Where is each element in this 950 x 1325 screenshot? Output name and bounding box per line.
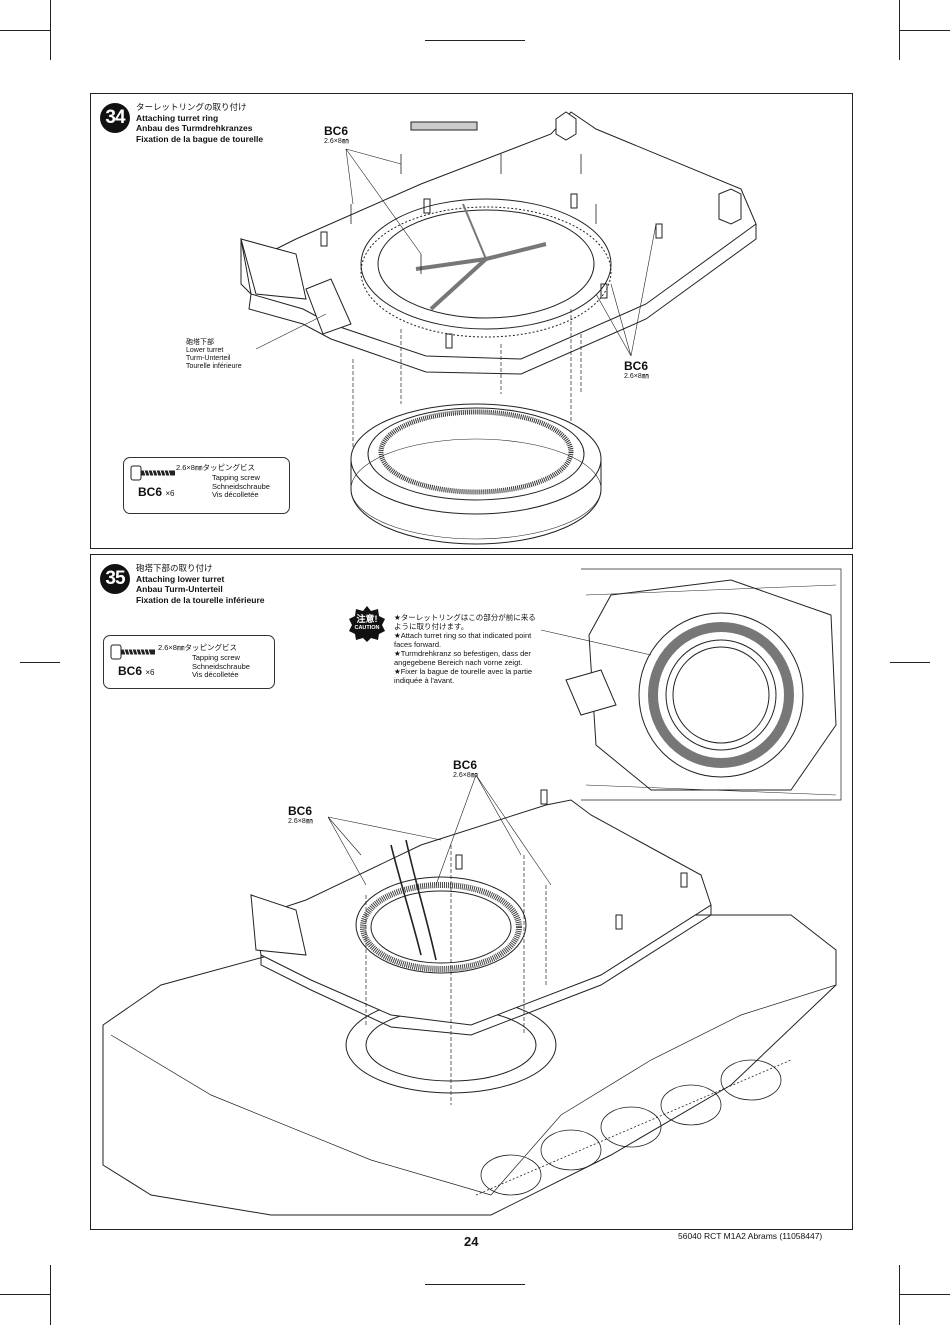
screw-fr: Vis décolletée — [212, 490, 259, 499]
tapping-screw-icon — [130, 465, 175, 481]
callout-size: 2.6×8㎜ — [288, 818, 313, 825]
screw-qty: ×6 — [145, 668, 155, 677]
label-jp: 砲塔下部 — [186, 339, 214, 346]
center-mark — [425, 1284, 525, 1285]
title-fr: Fixation de la bague de tourelle — [136, 133, 264, 144]
caution-badge-jp: 注意! — [356, 614, 378, 624]
screw-de: Schneidschraube — [192, 661, 250, 671]
callout-code: BC6 — [324, 124, 349, 138]
title-jp: ターレットリングの取り付け — [136, 102, 247, 112]
title-jp: 砲塔下部の取り付け — [136, 563, 213, 573]
screw-callout: BC6 2.6×8㎜ — [324, 125, 349, 146]
tapping-screw-icon — [110, 644, 155, 660]
screw-legend-box: 2.6×8㎜タッピングビス Tapping screw Schneidschra… — [103, 635, 275, 689]
screw-callout: BC6 2.6×8㎜ — [453, 759, 478, 780]
crop-mark — [0, 1294, 50, 1295]
screw-en: Tapping screw — [192, 653, 240, 662]
caution-fr: ★Fixer la bague de tourelle avec la part… — [394, 667, 533, 685]
caution-jp: ★ターレットリングはこの部分が前に来るように取り付けます。 — [394, 613, 536, 631]
step-number: 35 — [100, 564, 130, 594]
crop-mark — [900, 1294, 950, 1295]
callout-code: BC6 — [453, 758, 478, 772]
caution-icon — [349, 606, 385, 642]
caution-badge-en: CAUTION — [354, 625, 380, 631]
center-mark — [20, 662, 60, 663]
screw-code: BC6 ×6 — [138, 485, 174, 499]
title-de: Anbau Turm-Unterteil — [136, 584, 223, 594]
step-34-panel: 34 ターレットリングの取り付け Attaching turret ring A… — [90, 93, 853, 549]
callout-size: 2.6×8㎜ — [453, 772, 478, 779]
screw-code: BC6 ×6 — [118, 664, 154, 678]
screw-callout: BC6 2.6×8㎜ — [288, 805, 313, 826]
screw-spec: 2.6×8㎜タッピングビス — [158, 643, 237, 652]
screw-spec: 2.6×8㎜タッピングビス — [176, 463, 255, 472]
title-en: Attaching turret ring — [136, 112, 219, 123]
center-mark — [890, 662, 930, 663]
screw-code-text: BC6 — [138, 485, 163, 499]
callout-size: 2.6×8㎜ — [324, 138, 349, 145]
step-title: ターレットリングの取り付け Attaching turret ring Anba… — [136, 102, 263, 144]
crop-mark — [899, 1265, 900, 1325]
step-title: 砲塔下部の取り付け Attaching lower turret Anbau T… — [136, 563, 264, 605]
caution-de: ★Turmdrehkranz so befestigen, dass der a… — [394, 649, 531, 667]
footer-code: 56040 RCT M1A2 Abrams (11058447) — [678, 1231, 823, 1241]
label-de: Turm-Unterteil — [186, 355, 231, 362]
title-fr: Fixation de la tourelle inférieure — [136, 594, 265, 605]
crop-mark — [900, 30, 950, 31]
crop-mark — [50, 1265, 51, 1325]
screw-en: Tapping screw — [212, 473, 260, 482]
center-mark — [425, 40, 525, 41]
step-35-panel: 35 砲塔下部の取り付け Attaching lower turret Anba… — [90, 554, 853, 1230]
title-de: Anbau des Turmdrehkranzes — [136, 123, 253, 133]
callout-code: BC6 — [288, 804, 313, 818]
part-label-lower-turret: 砲塔下部 Lower turret Turm-Unterteil Tourell… — [186, 339, 242, 371]
caution-en: ★Attach turret ring so that indicated po… — [394, 631, 532, 649]
caution-text: ★ターレットリングはこの部分が前に来るように取り付けます。 ★Attach tu… — [394, 613, 540, 685]
screw-callout: BC6 2.6×8㎜ — [624, 360, 649, 381]
turret-ring-diagram — [240, 111, 757, 545]
lower-turret-diagram — [102, 568, 842, 1216]
callout-code: BC6 — [624, 359, 649, 373]
callout-size: 2.6×8㎜ — [624, 373, 649, 380]
screw-qty: ×6 — [165, 489, 175, 498]
screw-legend-box: 2.6×8㎜タッピングビス Tapping screw Schneidschra… — [123, 457, 290, 514]
screw-code-text: BC6 — [118, 664, 143, 678]
screw-desc: Tapping screw Schneidschraube Vis décoll… — [192, 653, 250, 680]
crop-mark — [50, 0, 51, 60]
screw-fr: Vis décolletée — [192, 670, 239, 679]
step-number: 34 — [100, 103, 130, 133]
crop-mark — [899, 0, 900, 60]
crop-mark — [0, 30, 50, 31]
label-fr: Tourelle inférieure — [186, 363, 242, 370]
label-en: Lower turret — [186, 347, 224, 354]
title-en: Attaching lower turret — [136, 573, 225, 584]
screw-de: Schneidschraube — [212, 481, 270, 491]
page-number: 24 — [464, 1234, 479, 1249]
screw-desc: Tapping screw Schneidschraube Vis décoll… — [212, 473, 270, 500]
